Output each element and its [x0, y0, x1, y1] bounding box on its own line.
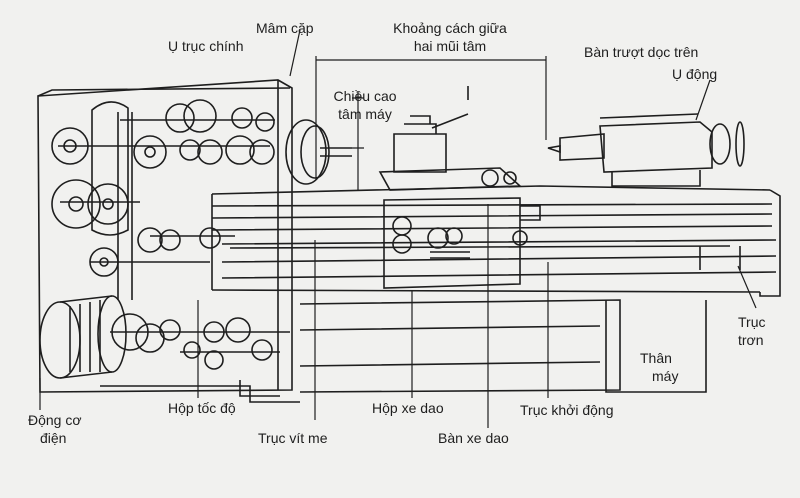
- headstock-housing: [37, 79, 300, 403]
- label-bed-1: Thân: [640, 350, 672, 366]
- label-center-height-2: tâm máy: [338, 106, 392, 122]
- chuck: [285, 119, 352, 185]
- label-start-shaft: Trục khởi động: [520, 402, 614, 418]
- tailstock: [547, 113, 745, 187]
- label-center-distance-1: Khoảng cách giữa: [393, 20, 507, 36]
- label-carriage-slide-2: Ụ động: [672, 66, 718, 82]
- label-motor-1: Động cơ: [28, 412, 82, 428]
- label-speed-gearbox: Hộp tốc độ: [168, 400, 236, 416]
- lathe-bed: [211, 185, 781, 297]
- motor-and-gearbox: [39, 295, 290, 379]
- label-chuck: Mâm cặp: [256, 20, 314, 36]
- leader-lines: [39, 29, 757, 428]
- headstock-gears: [51, 99, 275, 300]
- label-carriage: Bàn xe dao: [438, 430, 509, 446]
- carriage-apron: [383, 197, 541, 289]
- tool-post: [378, 86, 523, 191]
- label-motor-2: điện: [40, 430, 67, 446]
- label-apron: Hộp xe dao: [372, 400, 444, 416]
- lathe-base: [239, 299, 707, 397]
- label-carriage-slide-1: Bàn trượt dọc trên: [584, 44, 699, 60]
- label-feed-rod-1: Trục: [738, 314, 766, 330]
- label-lead-screw: Trục vít me: [258, 430, 328, 446]
- label-center-height-1: Chiều cao: [333, 88, 397, 104]
- label-feed-rod-2: trơn: [738, 332, 764, 348]
- label-bed-2: máy: [652, 368, 679, 384]
- label-main-spindle: Ụ trục chính: [168, 38, 244, 54]
- label-center-distance-2: hai mũi tâm: [413, 38, 487, 54]
